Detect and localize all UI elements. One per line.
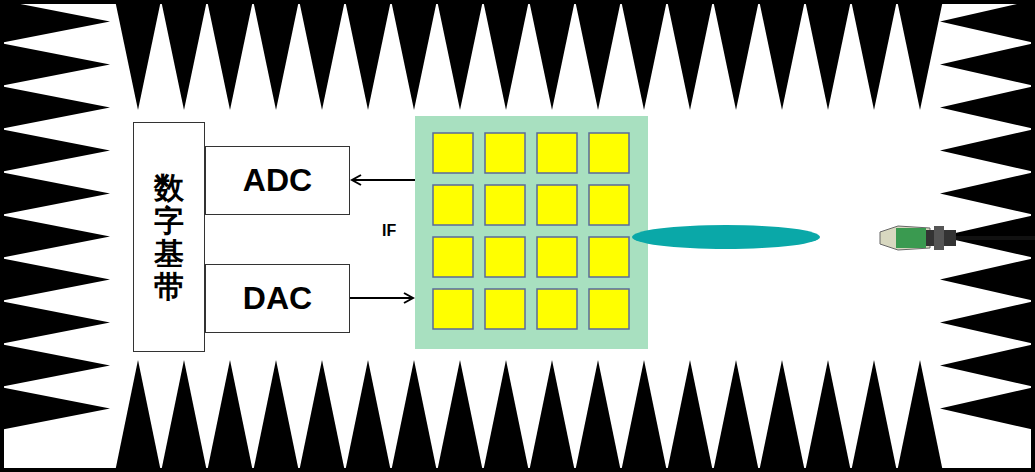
antenna-patch <box>589 237 629 277</box>
absorber-cone <box>621 0 667 110</box>
absorber-cone <box>805 360 851 472</box>
antenna-patch <box>433 133 473 173</box>
absorber-cone <box>897 360 943 472</box>
if-rx-arrow <box>352 179 415 181</box>
box-label: ADC <box>243 162 312 199</box>
absorber-cone <box>940 301 1035 344</box>
absorber-cone <box>0 129 110 172</box>
box-label: DAC <box>243 280 312 317</box>
absorber-cone <box>529 0 575 110</box>
antenna-patch <box>485 237 525 277</box>
absorber-cone <box>253 360 299 472</box>
antenna-patch <box>537 133 577 173</box>
absorber-cone <box>759 0 805 110</box>
absorber-cone <box>299 360 345 472</box>
absorber-cone <box>940 172 1035 215</box>
absorber-cone <box>940 387 1035 430</box>
baseband-box: 数字基带 <box>133 122 205 352</box>
absorber-cone <box>115 0 161 110</box>
signal-label: IF <box>382 222 396 240</box>
absorber-cone <box>161 0 207 110</box>
absorber-cone <box>391 360 437 472</box>
absorber-cone <box>345 0 391 110</box>
antenna-patch <box>589 185 629 225</box>
if-tx-arrow <box>350 297 413 299</box>
absorber-cone <box>0 387 110 430</box>
absorber-cone <box>437 0 483 110</box>
absorber-cone <box>713 360 759 472</box>
absorber-cone <box>483 0 529 110</box>
absorber-cone <box>940 43 1035 86</box>
absorber-cone <box>851 360 897 472</box>
absorber-cone <box>575 360 621 472</box>
absorber-cone <box>207 360 253 472</box>
absorber-cone <box>391 0 437 110</box>
adc-box: ADC <box>205 146 350 215</box>
beam-lobe <box>632 225 820 249</box>
absorber-cone <box>940 0 1035 43</box>
absorber-cone <box>0 86 110 129</box>
antenna-patch <box>433 289 473 329</box>
absorber-cone <box>0 172 110 215</box>
absorber-cone <box>667 360 713 472</box>
absorber-cone <box>575 0 621 110</box>
antenna-patch <box>537 289 577 329</box>
probe-antenna <box>880 226 1035 250</box>
antenna-patch <box>485 185 525 225</box>
absorber-cone <box>897 0 943 110</box>
antenna-patch <box>537 185 577 225</box>
absorber-cone <box>759 360 805 472</box>
antenna-patch <box>537 237 577 277</box>
absorber-cone <box>0 301 110 344</box>
absorber-cone <box>0 43 110 86</box>
absorber-cone <box>940 258 1035 301</box>
absorber-cone <box>0 344 110 387</box>
absorber-cone <box>529 360 575 472</box>
absorber-cone <box>0 258 110 301</box>
absorber-cone <box>253 0 299 110</box>
absorber-cone <box>667 0 713 110</box>
antenna-patch <box>589 133 629 173</box>
absorber-cone <box>345 360 391 472</box>
absorber-cone <box>207 0 253 110</box>
antenna-patch <box>433 185 473 225</box>
antenna-patch <box>485 133 525 173</box>
absorber-cone <box>940 129 1035 172</box>
box-label: 数字基带 <box>154 171 184 303</box>
absorber-cone <box>940 86 1035 129</box>
antenna-patch <box>433 237 473 277</box>
antenna-array-board <box>415 116 648 349</box>
absorber-cone <box>940 344 1035 387</box>
antenna-patches <box>433 133 629 329</box>
absorber-cone <box>0 215 110 258</box>
absorber-cone <box>161 360 207 472</box>
absorber-cone <box>0 0 110 43</box>
dac-box: DAC <box>205 264 350 333</box>
absorber-cone <box>713 0 759 110</box>
absorber-cone <box>299 0 345 110</box>
antenna-patch <box>485 289 525 329</box>
absorber-cone <box>621 360 667 472</box>
absorber-cone <box>483 360 529 472</box>
absorber-cone <box>115 360 161 472</box>
absorber-cone <box>851 0 897 110</box>
antenna-patch <box>589 289 629 329</box>
absorber-cone <box>805 0 851 110</box>
absorber-cone <box>437 360 483 472</box>
